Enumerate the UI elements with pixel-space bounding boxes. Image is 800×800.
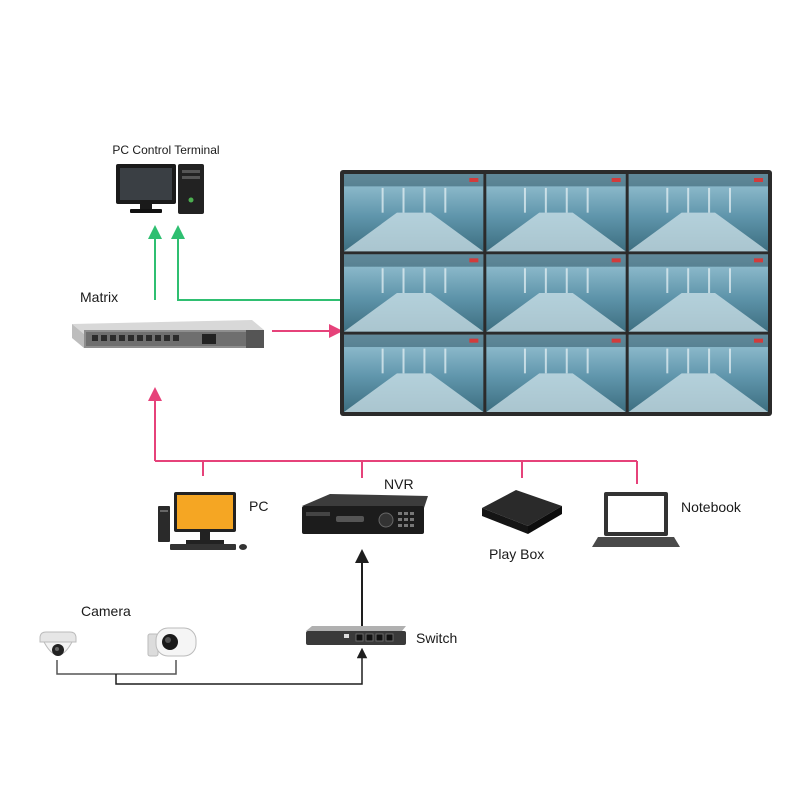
nvr-label: NVR <box>384 476 414 492</box>
video-tile <box>628 254 768 332</box>
video-tile <box>486 174 626 252</box>
bullet-camera-icon <box>147 627 197 657</box>
video-tile <box>628 334 768 412</box>
pc-icon <box>158 492 247 550</box>
nvr-device-icon <box>302 494 428 534</box>
video-tile <box>344 174 484 252</box>
pc-control-terminal-label: PC Control Terminal <box>112 143 219 157</box>
video-tile <box>628 174 768 252</box>
video-wall <box>340 170 772 416</box>
video-tile <box>344 254 484 332</box>
switch-label: Switch <box>416 630 457 646</box>
dark-arrow-cameras-to-switch <box>115 647 368 685</box>
camera-label: Camera <box>81 603 131 619</box>
pc-label: PC <box>249 498 268 514</box>
play-box-icon <box>482 490 562 534</box>
play-box-label: Play Box <box>489 546 544 562</box>
green-arrow-wall-to-terminal <box>171 225 342 301</box>
video-wall-tiles <box>344 174 768 412</box>
video-tile <box>344 334 484 412</box>
video-tile <box>486 334 626 412</box>
dome-camera-icon <box>39 631 77 656</box>
camera-link-line <box>56 660 177 675</box>
matrix-device-icon <box>72 320 264 348</box>
video-tile <box>486 254 626 332</box>
notebook-label: Notebook <box>681 499 742 515</box>
matrix-label: Matrix <box>80 289 118 305</box>
switch-device-icon <box>306 626 406 645</box>
pc-control-terminal-icon <box>116 164 204 214</box>
notebook-icon <box>592 492 680 547</box>
